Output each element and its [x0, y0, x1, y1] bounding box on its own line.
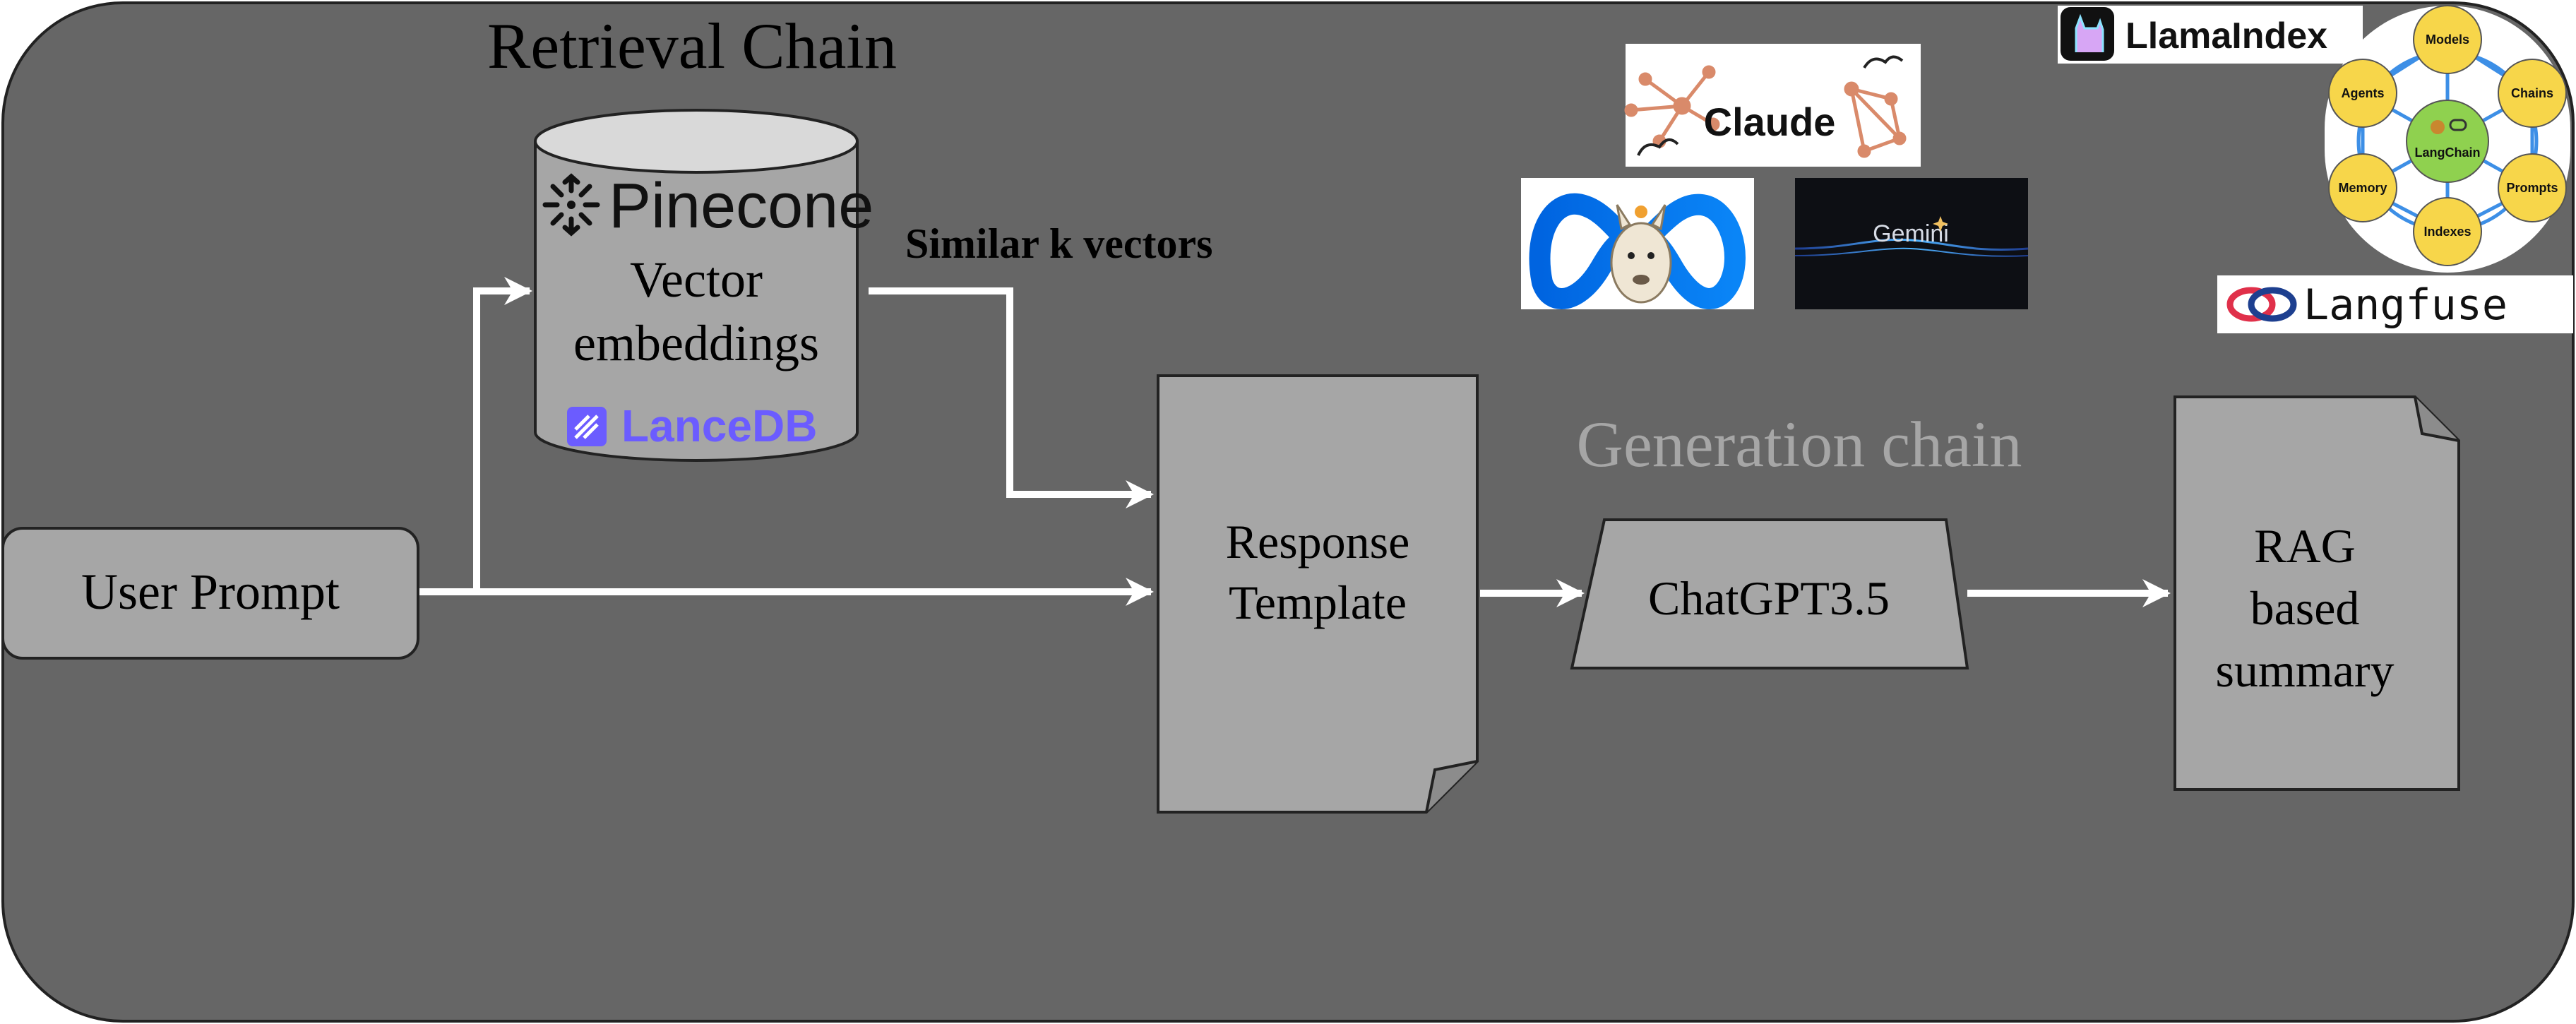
template-label-line1: Response	[1226, 515, 1410, 568]
arrow-prompt-to-vectordb	[473, 277, 532, 592]
output-label-line1: RAG	[2254, 519, 2356, 573]
similar-k-vectors-label: Similar k vectors	[905, 220, 1213, 267]
arrow-vectordb-to-template	[869, 287, 1154, 508]
retrieval-chain-title: Retrieval Chain	[487, 10, 897, 82]
llm-label: ChatGPT3.5	[1648, 571, 1890, 625]
langchain-node-prompts: Prompts	[2506, 181, 2558, 195]
langchain-node-models: Models	[2426, 32, 2469, 47]
langchain-node-chains: Chains	[2511, 86, 2553, 100]
langfuse-icon	[2226, 287, 2297, 322]
llm-node: ChatGPT3.5	[1570, 518, 1969, 669]
langchain-logo: Models Chains Prompts Indexes Memory Age…	[2325, 5, 2570, 273]
connectors	[417, 277, 2171, 607]
claude-logo-text: Claude	[1704, 100, 1836, 144]
llama-icon	[1610, 204, 1672, 304]
vector-db-node: Pinecone Vector embeddings LanceDB	[534, 109, 873, 462]
langchain-node-memory: Memory	[2338, 181, 2387, 195]
generation-chain-title: Generation chain	[1577, 408, 2022, 480]
lancedb-icon	[567, 407, 607, 446]
claude-logo: Claude	[1624, 44, 1921, 167]
output-label-line2: based	[2250, 581, 2360, 635]
langchain-node-agents: Agents	[2341, 86, 2384, 100]
langchain-center-label: LangChain	[2415, 145, 2481, 160]
response-template-node: Response Template	[1157, 374, 1479, 814]
template-label-line2: Template	[1229, 576, 1407, 629]
gemini-logo: Gemini	[1794, 178, 2029, 309]
vector-label-line2: embeddings	[573, 315, 819, 371]
pinecone-logo-text: Pinecone	[609, 171, 873, 242]
user-prompt-label: User Prompt	[81, 564, 340, 620]
llamaindex-logo: LlamaIndex	[2058, 6, 2363, 64]
meta-llama-logo	[1521, 178, 1754, 309]
langchain-icon	[2431, 119, 2467, 134]
llamaindex-logo-text: LlamaIndex	[2125, 16, 2327, 56]
vector-label-line1: Vector	[630, 251, 763, 308]
lancedb-logo-text: LanceDB	[621, 400, 817, 451]
pinecone-icon	[542, 173, 600, 237]
langchain-node-indexes: Indexes	[2423, 225, 2471, 239]
output-label-line3: summary	[2215, 643, 2394, 697]
langfuse-logo-text: Langfuse	[2303, 280, 2508, 330]
user-prompt-node: User Prompt	[1, 527, 419, 660]
output-summary-node: RAG based summary	[2174, 395, 2460, 791]
langfuse-logo: Langfuse	[2217, 275, 2573, 333]
